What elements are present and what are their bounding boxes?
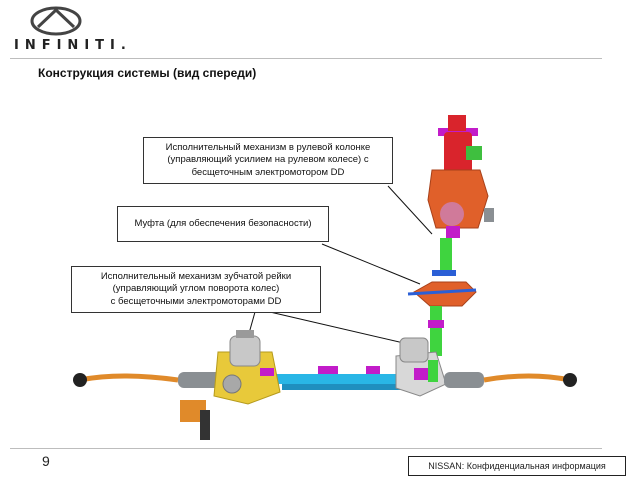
callout-rack-line2: (управляющий углом поворота колес) [112, 283, 280, 295]
left-tie-rod-end [73, 373, 87, 387]
brand-wordmark: INFINITI. [14, 38, 132, 53]
leader-line-rack-right [269, 311, 409, 345]
slide-title: Конструкция системы (вид спереди) [38, 66, 257, 80]
right-green-part [428, 360, 438, 382]
shaft-joint [428, 320, 444, 328]
header-divider [10, 58, 602, 59]
left-orange-bracket [180, 400, 206, 422]
intermediate-shaft-lower [430, 306, 442, 356]
rack-bar-lower [282, 384, 402, 390]
safety-clutch [407, 281, 477, 356]
left-tie-rod [79, 373, 179, 383]
right-boot [444, 372, 484, 388]
column-red-tube [444, 132, 472, 174]
right-tie-rod [483, 373, 571, 383]
left-boot [178, 372, 222, 388]
right-tie-rod-end [563, 373, 577, 387]
right-motor [399, 337, 429, 363]
tie-rods [73, 373, 577, 387]
column-magenta-block [446, 226, 460, 238]
left-connector [200, 410, 210, 440]
right-magenta-part [414, 368, 430, 380]
column-top-upper [448, 115, 466, 131]
steering-rack [272, 366, 420, 390]
rack-magenta-mount [318, 366, 338, 374]
callout-column-line2: (управляющий усилием на рулевом колесе) … [167, 154, 369, 166]
column-green-bracket [466, 146, 482, 160]
left-motor [229, 335, 261, 367]
left-magenta-clip [260, 368, 274, 376]
callout-rack-actuator: Исполнительный механизм зубчатой рейки (… [71, 266, 321, 313]
callout-clutch: Муфта (для обеспечения безопасности) [117, 206, 329, 242]
intermediate-shaft-upper [440, 238, 452, 272]
column-motor-disc [440, 202, 464, 226]
left-motor-cap [236, 330, 254, 338]
clutch-blue-ring [432, 270, 456, 276]
leader-line-clutch [321, 243, 421, 285]
callout-rack-line3: с бесщеточными электромоторами DD [110, 295, 282, 307]
steering-column [427, 115, 494, 276]
leader-line-column [387, 185, 433, 235]
rack-magenta-mount-right [366, 366, 380, 374]
rack-actuator-left [178, 330, 281, 440]
callout-column-actuator: Исполнительный механизм в рулевой колонк… [143, 137, 393, 184]
rack-bar [272, 374, 420, 384]
page-number: 9 [42, 453, 50, 469]
callout-column-line3: бесщеточным электромотором DD [191, 166, 345, 178]
footer-divider [10, 448, 602, 449]
callout-clutch-line1: Муфта (для обеспечения безопасности) [134, 217, 312, 229]
callout-rack-line1: Исполнительный механизм зубчатой рейки [100, 270, 292, 282]
callout-column-line1: Исполнительный механизм в рулевой колонк… [165, 141, 371, 153]
column-side-bracket [484, 208, 494, 222]
left-motor-gear [222, 374, 242, 394]
infiniti-emblem-icon [30, 6, 82, 36]
rack-actuator-right [395, 337, 484, 397]
clutch-arm [407, 288, 477, 296]
confidential-label: NISSAN: Конфиденциальная информация [408, 456, 626, 476]
